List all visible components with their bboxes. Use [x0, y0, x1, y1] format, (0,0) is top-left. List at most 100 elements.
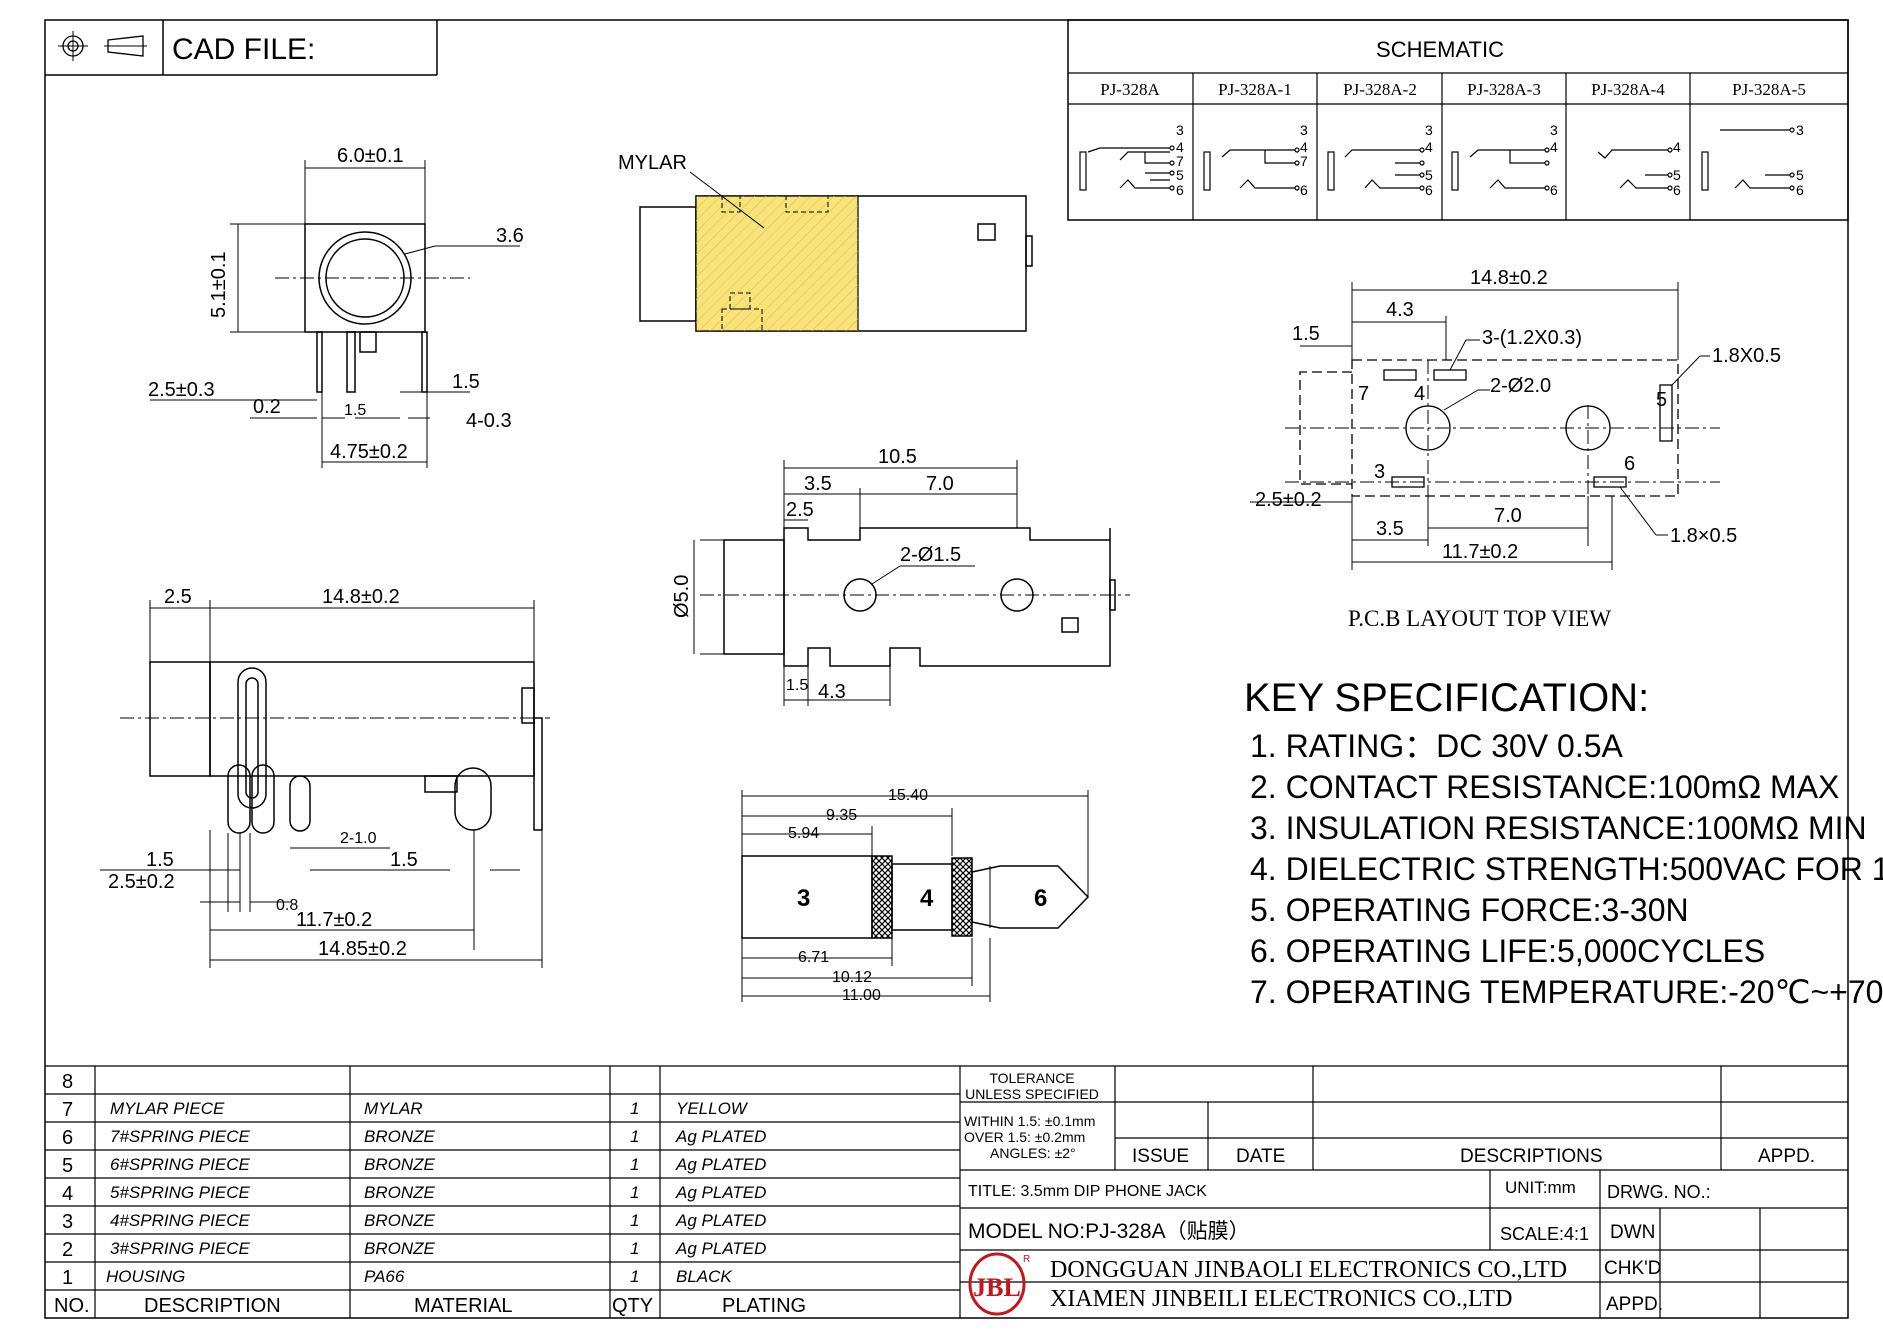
- bom-cell: MYLAR PIECE: [110, 1099, 225, 1118]
- schematic-model: PJ-328A-2: [1343, 80, 1417, 99]
- svg-text:6: 6: [1550, 182, 1558, 198]
- svg-text:3: 3: [1300, 122, 1308, 138]
- schematic-diagram-icon: [1079, 127, 1795, 191]
- front-pin-spacing-dim: 1.5: [344, 402, 366, 419]
- bom-header: QTY: [612, 1295, 653, 1317]
- tolerance-line: ANGLES: ±2°: [990, 1145, 1076, 1161]
- bom-cell: HOUSING: [106, 1267, 185, 1286]
- side-pin-c-dim: 0.8: [276, 897, 298, 914]
- model-label: MODEL NO:PJ-328A（贴膜）: [968, 1220, 1250, 1243]
- tolerance-title: TOLERANCE: [989, 1070, 1074, 1086]
- bottom-holes-dim: 2-Ø1.5: [900, 544, 961, 566]
- pcb-pin-number: 3: [1374, 461, 1385, 483]
- pcb-offset-b-dim: 3.5: [1376, 518, 1404, 540]
- bottom-tab-b-dim: 4.3: [818, 681, 846, 703]
- logo-letters: JBL: [973, 1273, 1021, 1302]
- plug-total-dim: 15.40: [888, 787, 928, 804]
- bom-cell: Ag PLATED: [675, 1155, 766, 1174]
- svg-text:3: 3: [1550, 122, 1558, 138]
- svg-text:6: 6: [1300, 182, 1308, 198]
- schematic-table: SCHEMATIC PJ-328A PJ-328A-1 PJ-328A-2 PJ…: [1067, 19, 1849, 221]
- plug-segment-label: 6: [1034, 885, 1047, 912]
- svg-text:6: 6: [1673, 182, 1681, 198]
- bom-cell: Ag PLATED: [675, 1183, 766, 1202]
- front-height-dim: 5.1±0.1: [208, 251, 230, 318]
- bottom-total-dim: 10.5: [878, 446, 917, 468]
- bom-table: [45, 1065, 1848, 1318]
- pcb-pin-number: 5: [1656, 389, 1667, 411]
- plug-d1-dim: 9.35: [826, 807, 857, 824]
- front-pin-thick-dim: 4-0.3: [466, 410, 512, 432]
- logo-registered-mark: R: [1023, 1254, 1030, 1265]
- plug-segment-label: 3: [797, 885, 810, 912]
- side-pin-offset-dim: 2.5±0.2: [108, 871, 175, 893]
- tolerance-line: OVER 1.5: ±0.2mm: [964, 1129, 1085, 1145]
- svg-text:3: 3: [1796, 122, 1804, 138]
- drawing-title: TITLE: 3.5mm DIP PHONE JACK: [968, 1183, 1207, 1200]
- bom-cell: 2: [62, 1239, 73, 1261]
- bom-cell: 1: [630, 1099, 639, 1118]
- side-pin-b-dim: 1.5: [390, 849, 418, 871]
- bottom-hole-pitch-dim: 7.0: [926, 473, 954, 495]
- key-spec-item: 1. RATING：DC 30V 0.5A: [1250, 728, 1624, 764]
- schematic-model: PJ-328A-3: [1467, 80, 1541, 99]
- side-span-a-dim: 11.7±0.2: [296, 909, 372, 931]
- company-logo: JBL R: [968, 1252, 1030, 1316]
- bom-header: NO.: [54, 1295, 90, 1317]
- bom-cell: 4: [62, 1183, 73, 1205]
- bottom-slot-dim: 2.5: [786, 499, 814, 521]
- front-pin-offset-dim: 2.5±0.3: [148, 379, 215, 401]
- bom-cell: BRONZE: [364, 1211, 436, 1230]
- pcb-span-dim: 11.7±0.2: [1442, 541, 1518, 563]
- bom-cell: 1: [630, 1183, 639, 1202]
- key-spec-item: 5. OPERATING FORCE:3-30N: [1250, 892, 1689, 928]
- pcb-layout-drawing: [1250, 282, 1720, 570]
- bottom-hole-offset-dim: 3.5: [804, 473, 832, 495]
- bom-rows: 8 7 MYLAR PIECE MYLAR 1 YELLOW 6 7#SPRIN…: [54, 1071, 806, 1317]
- bom-cell: 8: [62, 1071, 73, 1093]
- front-hole-dim: 3.6: [496, 225, 524, 247]
- svg-text:4: 4: [1176, 139, 1184, 155]
- key-spec-item: 4. DIELECTRIC STRENGTH:500VAC FOR 1Min: [1250, 851, 1883, 887]
- side-body-len-dim: 14.8±0.2: [322, 586, 400, 608]
- bom-cell: 7#SPRING PIECE: [110, 1127, 250, 1146]
- title-block-grid: [960, 1066, 1848, 1318]
- svg-text:4: 4: [1300, 139, 1308, 155]
- appd-label: APPD.: [1606, 1294, 1663, 1315]
- key-spec-item: 3. INSULATION RESISTANCE:100MΩ MIN: [1250, 810, 1867, 846]
- date-header: DATE: [1236, 1146, 1285, 1167]
- svg-text:5: 5: [1176, 167, 1184, 183]
- svg-text:3: 3: [1176, 122, 1184, 138]
- bom-header: PLATING: [722, 1295, 806, 1317]
- drwg-no-label: DRWG. NO.:: [1607, 1182, 1711, 1202]
- side-pin-a-dim: 1.5: [146, 849, 174, 871]
- schematic-model: PJ-328A: [1100, 80, 1160, 99]
- bom-cell: 1: [630, 1211, 639, 1230]
- bom-cell: BRONZE: [364, 1183, 436, 1202]
- bom-cell: BRONZE: [364, 1155, 436, 1174]
- svg-text:5: 5: [1673, 167, 1681, 183]
- svg-text:6: 6: [1425, 182, 1433, 198]
- appd-header: APPD.: [1758, 1146, 1815, 1167]
- svg-text:5: 5: [1425, 167, 1433, 183]
- bom-cell: 7: [62, 1099, 73, 1121]
- bom-cell: MYLAR: [364, 1099, 423, 1118]
- key-spec-item: 7. OPERATING TEMPERATURE:-20℃~+70℃: [1250, 974, 1883, 1010]
- bom-cell: YELLOW: [676, 1099, 749, 1118]
- side-view-drawing: [100, 600, 550, 968]
- pcb-pad6-dim: 1.8×0.5: [1670, 525, 1737, 547]
- bom-cell: BRONZE: [364, 1239, 436, 1258]
- plug-segment-label: 4: [920, 885, 934, 912]
- front-pin-width-dim: 0.2: [253, 396, 281, 418]
- front-view-drawing: [150, 160, 520, 468]
- front-pin-span-dim: 4.75±0.2: [330, 441, 408, 463]
- pcb-pin-number: 7: [1358, 383, 1369, 405]
- side-pin-dim: 2-1.0: [340, 830, 377, 847]
- pcb-offset-a-dim: 4.3: [1386, 299, 1414, 321]
- bom-cell: 3: [62, 1211, 73, 1233]
- bom-cell: 6#SPRING PIECE: [110, 1155, 250, 1174]
- svg-text:4: 4: [1673, 139, 1681, 155]
- cad-file-header: CAD FILE:: [45, 20, 438, 76]
